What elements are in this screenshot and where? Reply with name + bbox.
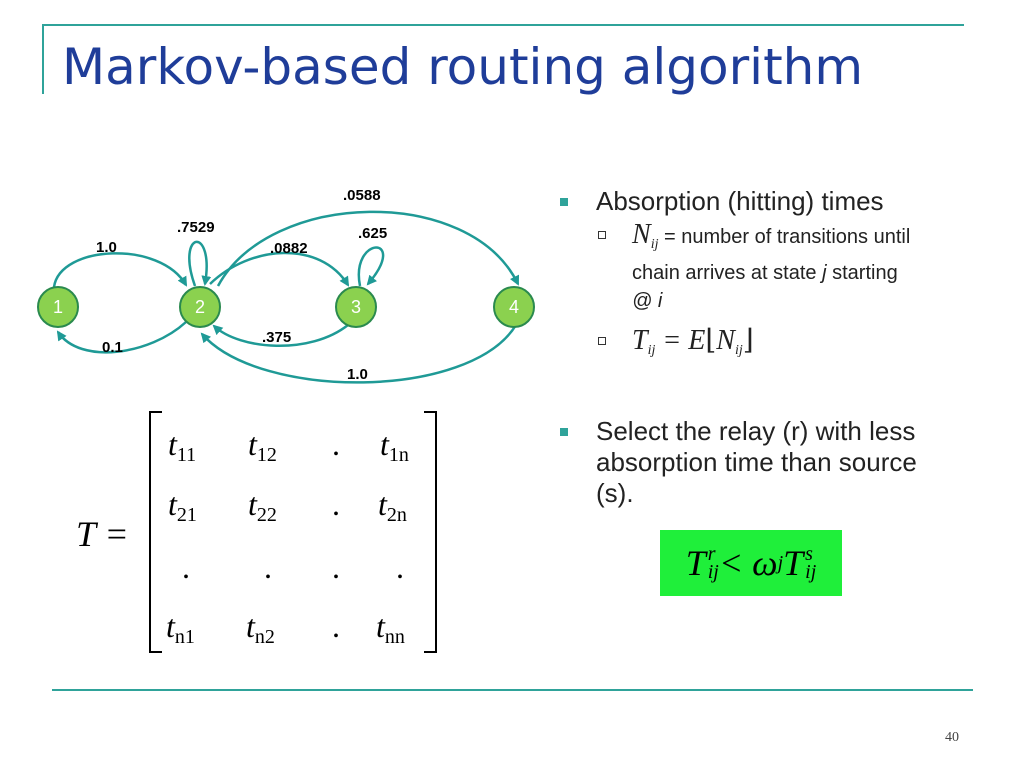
t-def-n: N [716,325,735,356]
edge-2-1 [56,321,187,354]
state-label-2: 2 [195,297,205,317]
matrix-cell: . [182,549,190,585]
edge-2-2 [188,240,212,287]
slide-title: Markov-based routing algorithm [62,38,864,96]
frame-top-rule [42,24,964,26]
state-node-2 [179,286,221,328]
matrix-cell: tn1 [166,608,195,648]
square-bullet-icon [560,428,568,436]
t-def-n-subscript: ij [734,343,743,358]
t-def-equals-e: = E [655,325,706,356]
state-label-4: 4 [509,297,519,317]
matrix-cell: . [332,486,340,522]
relay-text-line-2: absorption time than source [596,447,917,477]
t-def-lhs-subscript: ij [647,343,656,358]
formula-rhs: T [783,543,804,583]
floor-open-bracket: ⌊ [705,323,717,356]
page-number: 40 [945,730,959,745]
relay-text-line-3: (s). [596,478,634,508]
edge-4-2 [200,324,518,384]
edge-label-3-3: .625 [358,225,387,242]
matrix-cell: . [396,549,404,585]
matrix-left-bracket [149,411,162,653]
formula-lhs-subscript: ij [707,561,719,583]
state-label-1: 1 [53,297,63,317]
edge-label-2-2: .7529 [177,219,215,236]
bullet-relay-selection: Select the relay (r) with less absorptio… [560,416,1000,509]
floor-close-bracket: ⌋ [742,323,754,356]
edge-2-4 [216,210,520,287]
edge-label-2-4: .0588 [343,187,381,204]
formula-rhs-superscript: s [805,543,813,565]
matrix-cell: t12 [248,426,277,466]
edge-label-3-2: .375 [262,329,291,346]
edge-label-2-3: .0882 [270,240,308,257]
edge-label-1-2: 1.0 [96,239,117,256]
checkbox-bullet-icon [598,337,606,345]
edge-3-3 [357,246,385,287]
state-label-3: 3 [351,297,361,317]
edge-1-2 [52,252,188,288]
matrix-cell: t1n [380,426,409,466]
formula-operator-omega: < ω [718,543,778,583]
matrix-cell: tnn [376,608,405,648]
edge-2-3 [209,251,350,287]
matrix-cell: t2n [378,486,407,526]
matrix-right-bracket [424,411,437,653]
formula-lhs: T [685,543,706,583]
formula-lhs-superscript: r [707,543,716,565]
edge-label-4-2: 1.0 [347,366,368,383]
matrix-cell: . [332,549,340,585]
checkbox-bullet-icon [598,231,606,239]
n-symbol-subscript: ij [650,237,659,252]
edge-3-2 [212,324,349,347]
bullet-list: Absorption (hitting) times Nij = number … [560,186,1000,509]
n-def-text-3: starting [826,262,898,284]
edge-label-2-1: 0.1 [102,339,123,356]
sub-bullet-n-definition: Nij = number of transitions until chain … [560,221,1000,315]
matrix-cell: . [332,426,340,462]
state-node-1 [37,286,79,328]
state-node-4 [493,286,535,328]
matrix-cell: tn2 [246,608,275,648]
matrix-cell: t21 [168,486,197,526]
frame-left-rule [42,24,44,94]
matrix-lhs: T = [76,514,129,554]
relay-text-line-1: Select the relay (r) with less [596,416,916,446]
sub-bullet-t-definition: Tij = E⌊Nij⌋ [560,323,1000,368]
bullet-absorption: Absorption (hitting) times [560,186,1000,217]
formula-rhs-subscript: ij [805,561,817,583]
n-symbol: N [632,219,651,250]
markov-chain-diagram: 1.0 0.1 .7529 .0882 .375 .625 .0588 1.0 … [37,187,535,384]
footer-rule [52,689,973,691]
square-bullet-icon [560,198,568,206]
n-def-state-j: j [822,262,827,284]
matrix-cell: . [264,549,272,585]
matrix-cell: . [332,608,340,644]
matrix-cell: t11 [168,426,196,466]
n-def-text-2: chain arrives at state [632,262,823,284]
matrix-cell: t22 [248,486,277,526]
state-node-3 [335,286,377,328]
formula-omega-subscript: j [777,551,784,574]
n-def-text-4: @ i [632,290,663,312]
n-def-text-1: = number of transitions until [658,226,911,248]
bullet-absorption-text: Absorption (hitting) times [596,186,884,216]
t-def-lhs: T [632,325,648,356]
transition-matrix: T = t11 t12 . t1n t21 t22 . t2n . . . . … [76,411,437,653]
